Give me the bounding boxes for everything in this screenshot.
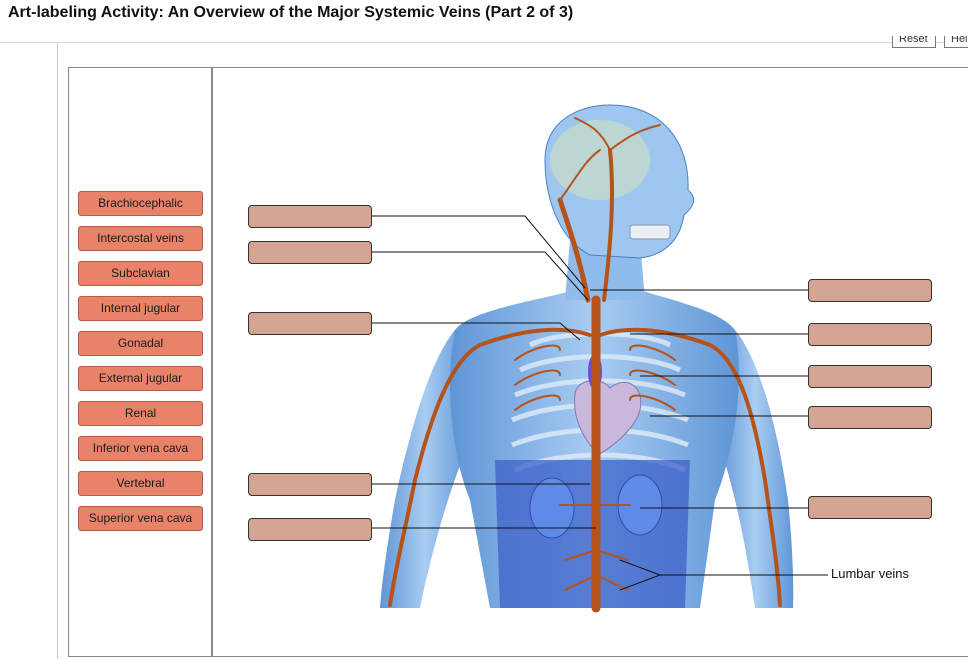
drop-target-right-2[interactable] — [808, 323, 932, 346]
label-bank — [68, 67, 213, 657]
vein-network — [388, 117, 782, 613]
title-divider — [0, 42, 968, 43]
drop-target-left-3[interactable] — [248, 312, 372, 335]
lumbar-veins-label: Lumbar veins — [831, 566, 910, 581]
label-internal-jugular[interactable]: Internal jugular — [78, 296, 203, 321]
leader-lines — [372, 215, 828, 591]
drop-target-right-3[interactable] — [808, 365, 932, 388]
help-button[interactable]: Help — [944, 36, 968, 48]
drop-target-left-5[interactable] — [248, 518, 372, 541]
drop-target-right-5[interactable] — [808, 496, 932, 519]
label-vertebral[interactable]: Vertebral — [78, 471, 203, 496]
label-inferior-vena-cava[interactable]: Inferior vena cava — [78, 436, 203, 461]
body-silhouette — [380, 104, 794, 608]
label-superior-vena-cava[interactable]: Superior vena cava — [78, 506, 203, 531]
drop-target-left-2[interactable] — [248, 241, 372, 264]
label-external-jugular[interactable]: External jugular — [78, 366, 203, 391]
drop-target-left-1[interactable] — [248, 205, 372, 228]
label-gonadal[interactable]: Gonadal — [78, 331, 203, 356]
label-renal[interactable]: Renal — [78, 401, 203, 426]
label-intercostal-veins[interactable]: Intercostal veins — [78, 226, 203, 251]
drop-target-left-4[interactable] — [248, 473, 372, 496]
drop-target-right-4[interactable] — [808, 406, 932, 429]
drop-target-right-1[interactable] — [808, 279, 932, 302]
label-brachiocephalic[interactable]: Brachiocephalic — [78, 191, 203, 216]
left-margin-divider — [57, 43, 58, 659]
label-subclavian[interactable]: Subclavian — [78, 261, 203, 286]
page-title: Art-labeling Activity: An Overview of th… — [8, 4, 574, 21]
reset-button[interactable]: Reset — [892, 36, 936, 48]
